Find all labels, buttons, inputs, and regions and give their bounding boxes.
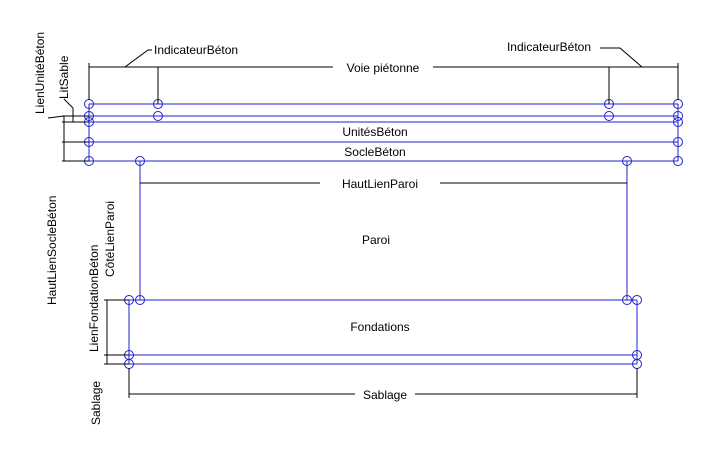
- lien-unite-beton-label: LienUnitéBéton: [33, 32, 47, 114]
- sablage-bottom-label: Sablage: [363, 388, 407, 402]
- node: [135, 295, 145, 305]
- indicateur-left-label: IndicateurBéton: [154, 43, 238, 57]
- node: [632, 295, 642, 305]
- voie-pietonne-label: Voie piétonne: [347, 61, 420, 75]
- node: [604, 111, 614, 121]
- structure-lines: [88, 103, 679, 365]
- haut-lien-socle-beton-label: HautLienSocleBéton: [45, 196, 59, 305]
- lien-fondation-beton-label: LienFondationBéton: [87, 245, 101, 352]
- node: [153, 111, 163, 121]
- voie-pietonne-dimension: Voie piétonne: [88, 60, 679, 100]
- indicateur-left-leader: IndicateurBéton: [124, 43, 238, 104]
- cote-lien-paroi-label: CôtéLienParoi: [103, 201, 117, 277]
- sablage-left-label: Sablage: [89, 381, 103, 425]
- indicateur-right-leader: IndicateurBéton: [507, 40, 643, 104]
- lit-sable-label: LitSable: [57, 55, 71, 99]
- sablage-bottom-dimension: Sablage: [128, 368, 638, 402]
- fondations-label: Fondations: [350, 320, 409, 334]
- indicateur-right-label: IndicateurBéton: [507, 40, 591, 54]
- paroi-label: Paroi: [362, 233, 390, 247]
- node: [673, 137, 683, 147]
- haut-lien-paroi-dimension: HautLienParoi: [140, 176, 627, 191]
- unites-beton-label: UnitésBéton: [342, 125, 407, 139]
- socle-beton-label: SocleBéton: [344, 145, 405, 159]
- left-bottom-dimensions: [104, 299, 129, 365]
- node: [622, 295, 632, 305]
- node: [673, 117, 683, 127]
- node: [673, 111, 683, 121]
- node: [673, 156, 683, 166]
- node: [622, 156, 632, 166]
- node: [135, 156, 145, 166]
- haut-lien-paroi-label: HautLienParoi: [342, 177, 418, 191]
- left-top-dimensions: [47, 98, 89, 162]
